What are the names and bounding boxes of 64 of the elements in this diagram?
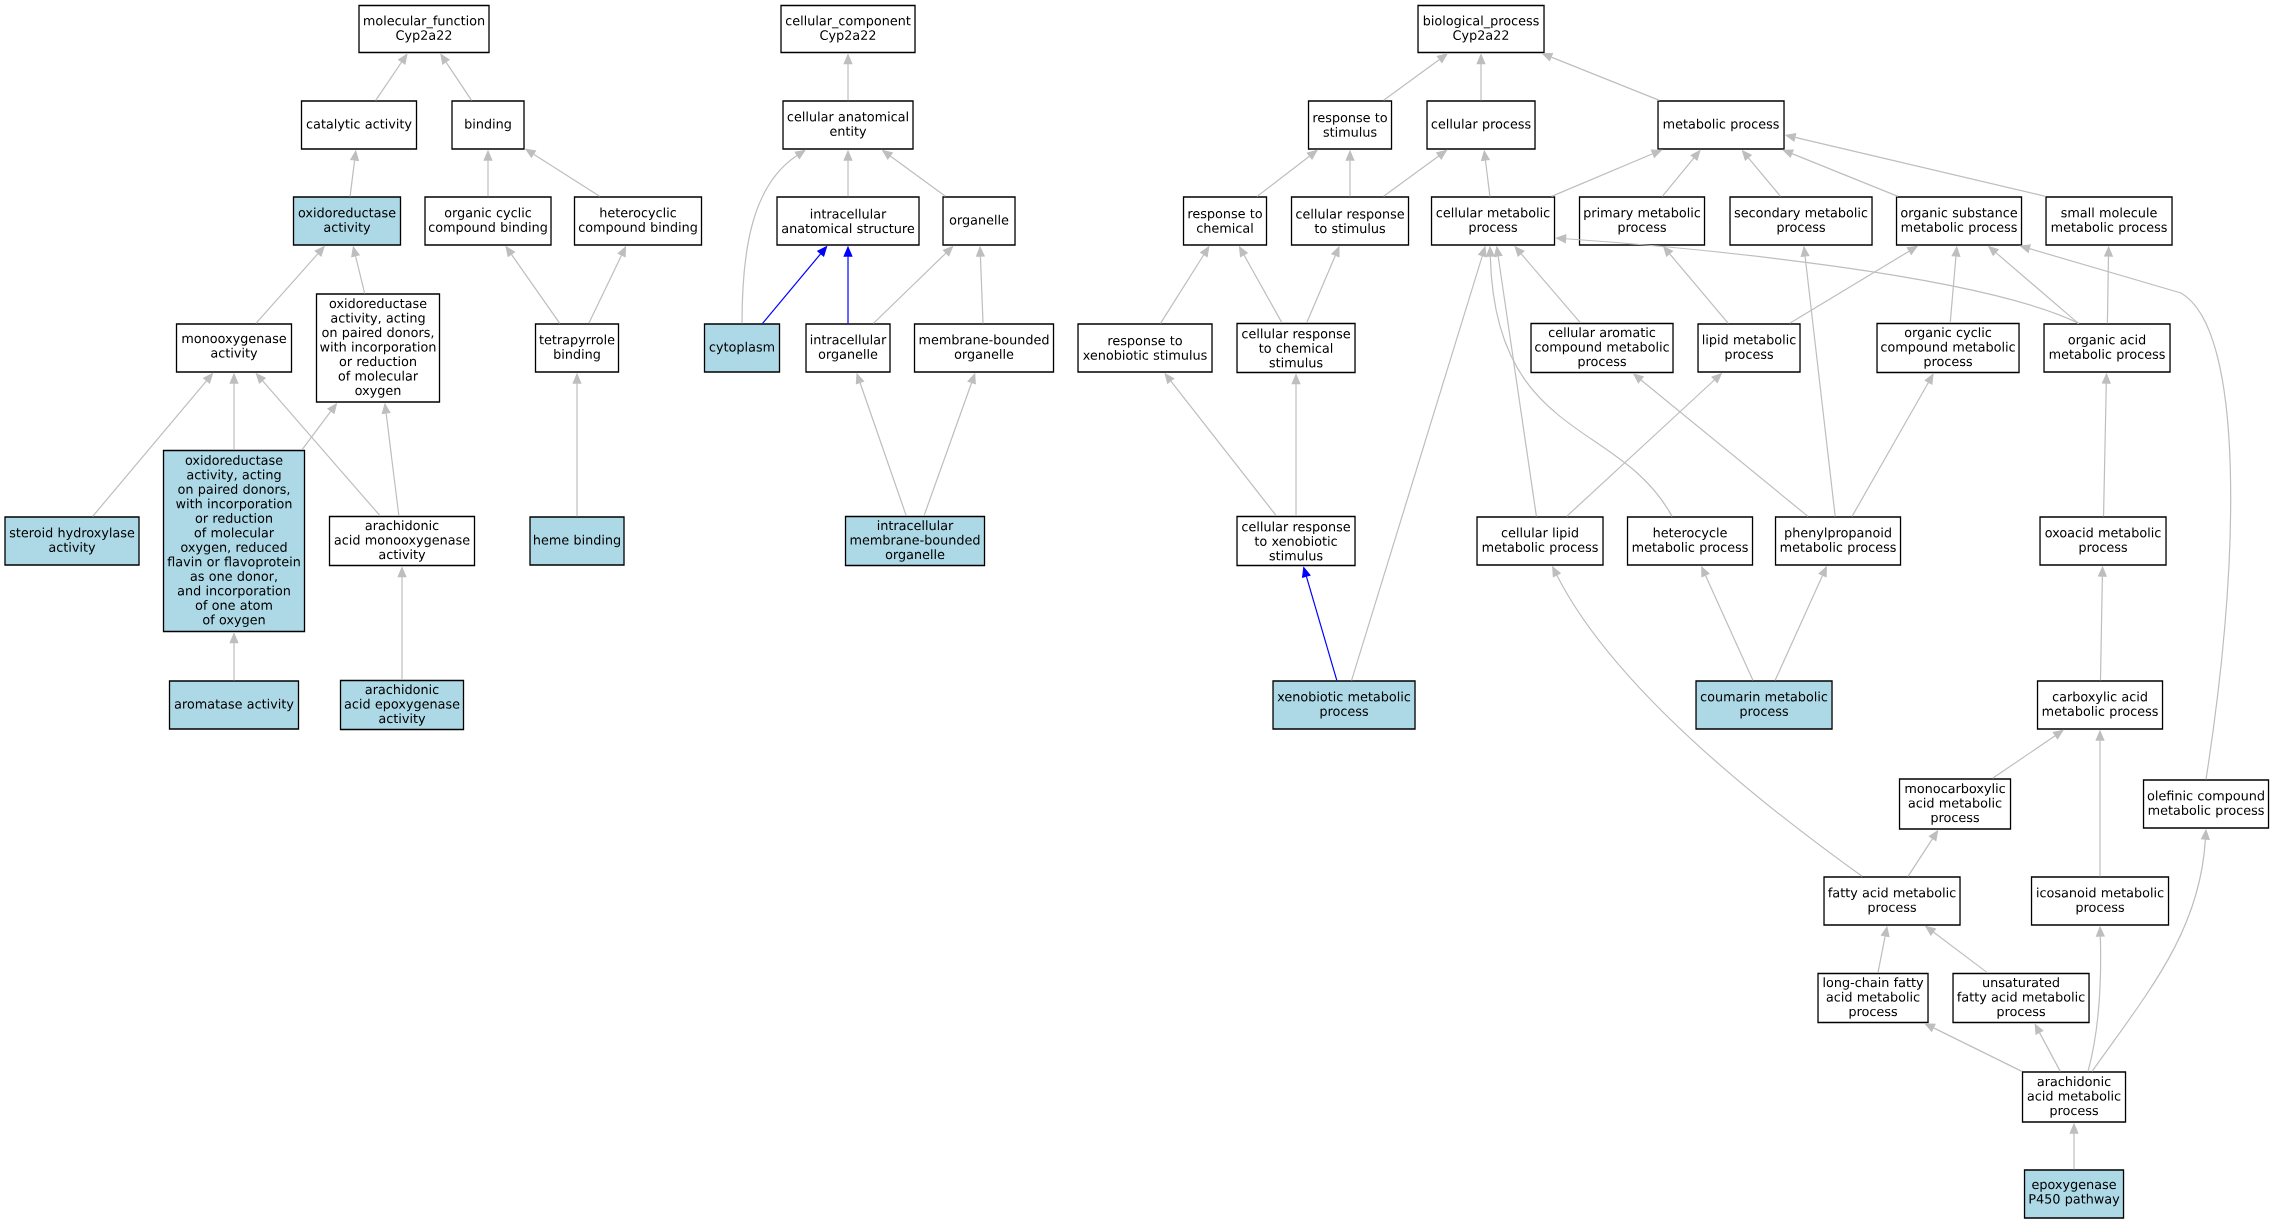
term-box: intracellular anatomical structure — [776, 196, 920, 246]
term-box: response to stimulus — [1307, 100, 1393, 150]
arrow — [1992, 729, 2064, 779]
term-box: lipid metabolic process — [1697, 323, 1801, 373]
term-box: intracellular organelle — [805, 323, 891, 373]
term-box: organelle — [942, 196, 1016, 246]
term-box: molecular_function Cyp2a22 — [358, 4, 490, 54]
term-box: epoxygenase P450 pathway — [2023, 1169, 2125, 1219]
term-box: oxidoreductase activity, acting on paired donors, with incorporation or reduction of molecular oxygen, reduced flavin or flavoprotein as one donor, and incorporation of one atom of oxygen — [162, 449, 306, 633]
term-box: binding — [451, 100, 525, 150]
term-box: cellular response to chemical stimulus — [1236, 322, 1356, 374]
term-box: heterocyclic compound binding — [573, 196, 703, 246]
term-box: metabolic process — [1657, 100, 1785, 150]
term-box: olefinic compound metabolic process — [2142, 779, 2270, 829]
term-box: secondary metabolic process — [1729, 196, 1873, 246]
term-box: cellular metabolic process — [1430, 196, 1556, 246]
arrow — [741, 149, 806, 324]
term-box: response to chemical — [1182, 196, 1268, 246]
arrow — [375, 53, 408, 101]
term-box: catalytic activity — [300, 100, 418, 150]
term-box: xenobiotic metabolic process — [1272, 680, 1416, 730]
term-box: carboxylic acid metabolic process — [2036, 680, 2164, 730]
term-box: cellular process — [1426, 100, 1536, 150]
term-box: steroid hydroxylase activity — [4, 516, 140, 566]
term-box: cellular anatomical entity — [782, 100, 914, 150]
term-box: response to xenobiotic stimulus — [1077, 323, 1213, 373]
term-box: unsaturated fatty acid metabolic process — [1952, 972, 2090, 1024]
term-box: cellular response to stimulus — [1290, 196, 1410, 246]
arrow — [1782, 149, 1899, 197]
arrow — [440, 53, 473, 101]
term-box: arachidonic acid epoxygenase activity — [339, 679, 465, 731]
term-box: cellular response to xenobiotic stimulus — [1236, 515, 1356, 567]
term-box: organic cyclic compound binding — [424, 196, 552, 246]
term-box: small molecule metabolic process — [2045, 196, 2173, 246]
term-box: oxidoreductase activity — [292, 196, 402, 246]
term-box: biological_process Cyp2a22 — [1417, 4, 1545, 54]
term-box: arachidonic acid monooxygenase activity — [328, 515, 476, 567]
term-box: organic acid metabolic process — [2043, 323, 2171, 373]
term-box: cellular_component Cyp2a22 — [780, 4, 916, 54]
term-box: cellular aromatic compound metabolic process — [1530, 322, 1674, 374]
term-box: organic cyclic compound metabolic process — [1876, 322, 2020, 374]
term-box: long-chain fatty acid metabolic process — [1817, 972, 1929, 1024]
arrow — [2034, 1023, 2061, 1072]
term-box: cytoplasm — [703, 323, 781, 373]
term-box: fatty acid metabolic process — [1823, 876, 1961, 926]
term-box: tetrapyrrole binding — [534, 323, 620, 373]
term-box: icosanoid metabolic process — [2030, 876, 2170, 926]
term-box: monocarboxylic acid metabolic process — [1898, 778, 2012, 830]
term-box: cellular lipid metabolic process — [1476, 516, 1604, 566]
arrow — [1924, 1023, 2023, 1072]
term-box: monooxygenase activity — [175, 323, 293, 373]
term-box: primary metabolic process — [1578, 196, 1706, 246]
term-box: heterocycle metabolic process — [1626, 516, 1754, 566]
term-box: organic substance metabolic process — [1895, 196, 2023, 246]
term-box: aromatase activity — [168, 680, 300, 730]
term-box: arachidonic acid metabolic process — [2021, 1071, 2127, 1123]
term-box: oxidoreductase activity, acting on paired donors, with incorporation or reduction of molecular oxygen — [315, 293, 441, 403]
arrow — [1851, 373, 1934, 517]
term-box: coumarin metabolic process — [1695, 680, 1833, 730]
term-box: phenylpropanoid metabolic process — [1774, 516, 1902, 566]
term-box: oxoacid metabolic process — [2039, 516, 2167, 566]
term-box: intracellular membrane-bounded organelle — [844, 515, 986, 567]
term-box: membrane-bounded organelle — [913, 323, 1055, 373]
term-box: heme binding — [529, 516, 625, 566]
